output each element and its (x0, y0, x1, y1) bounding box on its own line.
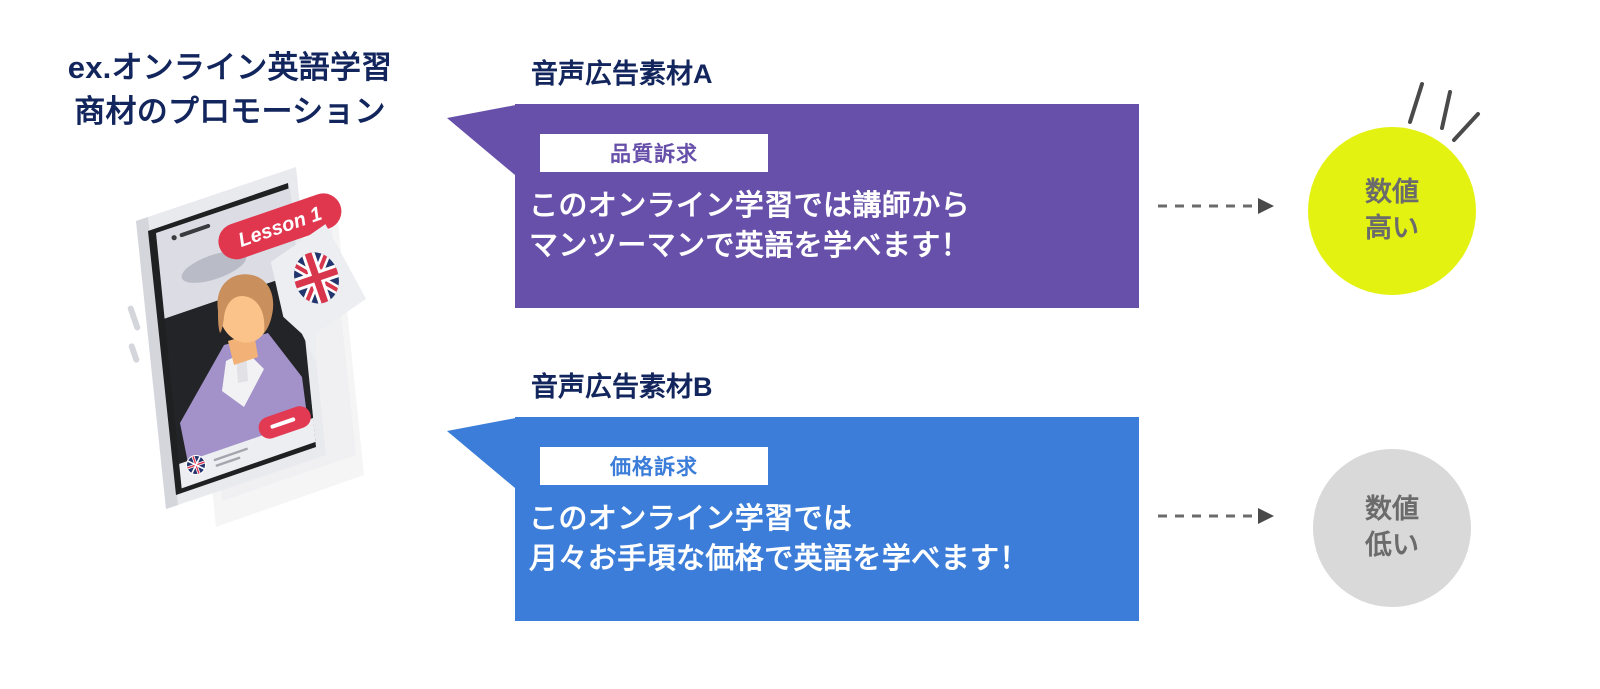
creative-b-script: このオンライン学習では 月々お手頃な価格で英語を学べます！ (529, 503, 1029, 576)
flow-arrow-a (1158, 196, 1278, 216)
arrowhead-icon (1258, 508, 1274, 524)
creative-b-appeal-badge: 価格訴求 (540, 447, 768, 485)
page-title: ex.オンライン英語学習 商材のプロモーション (67, 50, 393, 130)
creative-a-bubble-tail (447, 104, 521, 196)
creative-a-bubble: 品質訴求 このオンライン学習では講師から マンツーマンで英語を学べます！ (447, 104, 1139, 308)
sparkle-lines-icon (1404, 78, 1496, 150)
arrowhead-icon (1258, 198, 1274, 214)
creative-a-script: このオンライン学習では講師から マンツーマンで英語を学べます！ (529, 190, 971, 263)
creative-b-bubble-tail (447, 417, 521, 509)
creative-group-a: 音声広告素材A 品質訴求 このオンライン学習では講師から マンツーマンで英語を学… (447, 50, 1139, 308)
smartphone-illustration: Lesson 1 (118, 155, 378, 535)
creative-a-heading: 音声広告素材A (531, 59, 713, 90)
creative-b-bubble: 価格訴求 このオンライン学習では 月々お手頃な価格で英語を学べます！ (447, 417, 1139, 621)
creative-b-heading: 音声広告素材B (531, 372, 713, 403)
result-circle-high: 数値 高い (1308, 127, 1476, 295)
creative-a-appeal-badge: 品質訴求 (540, 134, 768, 172)
creative-group-b: 音声広告素材B 価格訴求 このオンライン学習では 月々お手頃な価格で英語を学べま… (447, 363, 1139, 621)
result-circle-low: 数値 低い (1313, 449, 1471, 607)
flow-arrow-b (1158, 506, 1278, 526)
